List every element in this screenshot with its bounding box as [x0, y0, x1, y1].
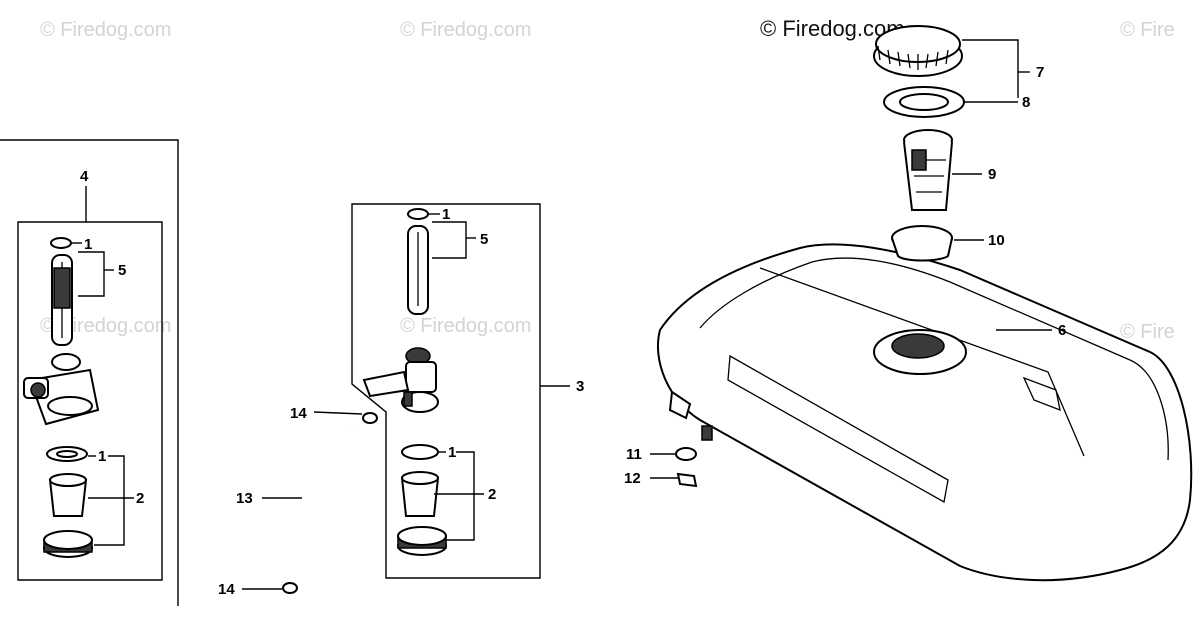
callout-2: 2	[488, 486, 496, 503]
left-frame	[0, 139, 179, 606]
callout-1: 1	[98, 448, 106, 465]
watermark: © Fire	[1120, 321, 1175, 343]
callout-2: 2	[136, 490, 144, 507]
fuel-hose	[242, 411, 378, 594]
callout-5: 5	[118, 262, 126, 279]
left-leaders	[72, 242, 134, 546]
callout-14: 14	[290, 405, 307, 422]
center-fuel-cock-assembly	[362, 208, 447, 556]
washer-and-clip	[650, 447, 698, 488]
callout-10: 10	[988, 232, 1005, 249]
callout-1: 1	[84, 236, 92, 253]
watermark: © Firedog.com	[400, 19, 531, 41]
watermark: © Firedog.com	[40, 19, 171, 41]
callout-1: 1	[442, 206, 450, 223]
callout-12: 12	[624, 470, 641, 487]
left-fuel-cock-assembly	[23, 237, 100, 558]
watermark: © Fire	[1120, 19, 1175, 41]
callout-7: 7	[1036, 64, 1044, 81]
watermark: © Firedog.com	[400, 315, 531, 337]
callout-labels: 4 1 5 1 2 1 5 3 1 2 14 13 14 7 8 9 10 6 …	[80, 64, 1066, 598]
callout-8: 8	[1022, 94, 1030, 111]
center-frame	[351, 203, 570, 579]
fuel-tank	[656, 243, 1193, 582]
callout-3: 3	[576, 378, 584, 395]
fuel-cap-assembly	[873, 25, 965, 262]
callout-13: 13	[236, 490, 253, 507]
cap-leaders	[952, 39, 1052, 331]
callout-6: 6	[1058, 322, 1066, 339]
callout-1: 1	[448, 444, 456, 461]
callout-11: 11	[626, 446, 642, 463]
callout-9: 9	[988, 166, 996, 183]
callout-14: 14	[218, 581, 235, 598]
callout-5: 5	[480, 231, 488, 248]
callout-4: 4	[80, 168, 89, 185]
center-leaders	[428, 213, 484, 541]
